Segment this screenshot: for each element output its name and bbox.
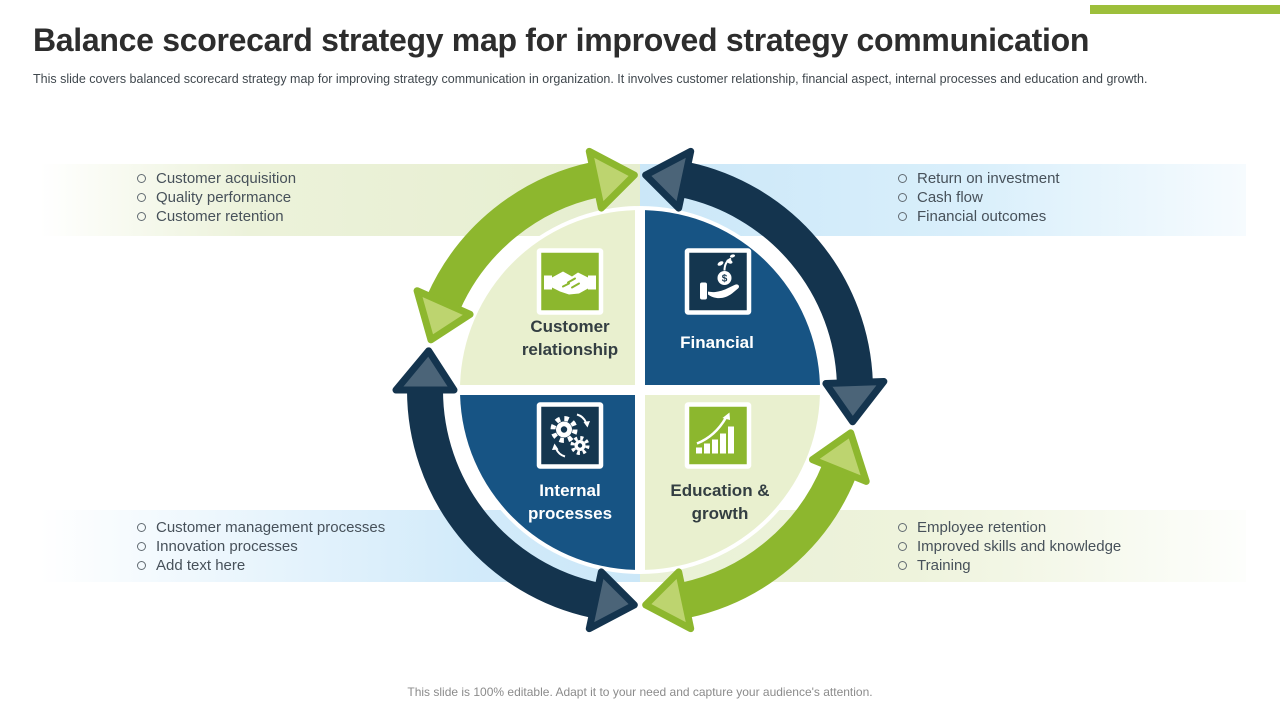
- o-bullet-icon: [137, 174, 146, 183]
- list-item-text: Employee retention: [917, 519, 1047, 536]
- money-growth-icon: $: [684, 248, 752, 315]
- list-item: Improved skills and knowledge: [898, 537, 1121, 556]
- list-item: Training: [898, 556, 1121, 575]
- arrowhead-icon: [413, 287, 474, 344]
- arrowhead-icon: [585, 568, 638, 633]
- arrowhead-icon: [642, 147, 695, 212]
- arc-arrow-green-top-left: [413, 147, 638, 344]
- o-bullet-icon: [898, 212, 907, 221]
- list-item-text: Training: [917, 557, 971, 574]
- quadrant-label-education-growth: Education & growth: [670, 481, 770, 523]
- bullet-list-bottom-right: Employee retention Improved skills and k…: [898, 518, 1121, 575]
- list-item: Customer acquisition: [137, 169, 296, 188]
- list-item: Quality performance: [137, 188, 296, 207]
- o-bullet-icon: [137, 193, 146, 202]
- arc-arrow-green-bottom-right: [642, 429, 870, 633]
- arc-arrow-navy-bottom-left: [392, 347, 638, 633]
- o-bullet-icon: [898, 523, 907, 532]
- o-bullet-icon: [898, 561, 907, 570]
- accent-bar: [1090, 5, 1280, 14]
- list-item-text: Customer acquisition: [156, 170, 297, 187]
- growth-chart-icon: [684, 402, 752, 469]
- quadrant-label-financial: Financial: [680, 333, 754, 352]
- list-item: Financial outcomes: [898, 207, 1060, 226]
- arrowhead-icon: [808, 429, 870, 485]
- arrowhead-icon: [392, 347, 458, 394]
- bullet-list-bottom-left: Customer management processes Innovation…: [137, 518, 385, 575]
- list-item-text: Financial outcomes: [917, 208, 1047, 225]
- list-item: Innovation processes: [137, 537, 385, 556]
- list-item: Customer retention: [137, 207, 296, 226]
- o-bullet-icon: [898, 193, 907, 202]
- arrowhead-icon: [822, 377, 888, 426]
- list-item: Customer management processes: [137, 518, 385, 537]
- strategy-cycle-diagram: $: [392, 147, 888, 633]
- list-item: Add text here: [137, 556, 385, 575]
- list-item-text: Innovation processes: [156, 538, 298, 555]
- arrowhead-icon: [585, 147, 638, 212]
- list-item: Return on investment: [898, 169, 1060, 188]
- quadrant-label-customer-relationship: Customer relationship: [521, 317, 619, 359]
- o-bullet-icon: [137, 523, 146, 532]
- cycle-arrows: [392, 147, 888, 633]
- list-item-text: Improved skills and knowledge: [917, 538, 1122, 555]
- list-item: Employee retention: [898, 518, 1121, 537]
- arrowhead-icon: [642, 568, 695, 633]
- bullet-list-top-left: Customer acquisition Quality performance…: [137, 169, 296, 226]
- list-item-text: Add text here: [156, 557, 246, 574]
- page-title: Balance scorecard strategy map for impro…: [33, 22, 1090, 58]
- page-subtitle: This slide covers balanced scorecard str…: [33, 72, 1148, 86]
- list-item-text: Customer retention: [156, 208, 284, 225]
- list-item: Cash flow: [898, 188, 1060, 207]
- quadrant-label-internal-processes: Internal processes: [527, 481, 613, 523]
- footer-note: This slide is 100% editable. Adapt it to…: [407, 685, 873, 699]
- arc-arrow-navy-top-right: [642, 147, 888, 426]
- list-item-text: Customer management processes: [156, 519, 386, 536]
- list-item-text: Return on investment: [917, 170, 1060, 187]
- bullet-list-top-right: Return on investment Cash flow Financial…: [898, 169, 1060, 226]
- handshake-icon: [536, 248, 604, 315]
- o-bullet-icon: [137, 561, 146, 570]
- o-bullet-icon: [137, 212, 146, 221]
- o-bullet-icon: [898, 174, 907, 183]
- o-bullet-icon: [137, 542, 146, 551]
- o-bullet-icon: [898, 542, 907, 551]
- list-item-text: Quality performance: [156, 189, 292, 206]
- gears-icon: [536, 402, 604, 469]
- list-item-text: Cash flow: [917, 189, 983, 206]
- dollar-sign: $: [722, 274, 728, 285]
